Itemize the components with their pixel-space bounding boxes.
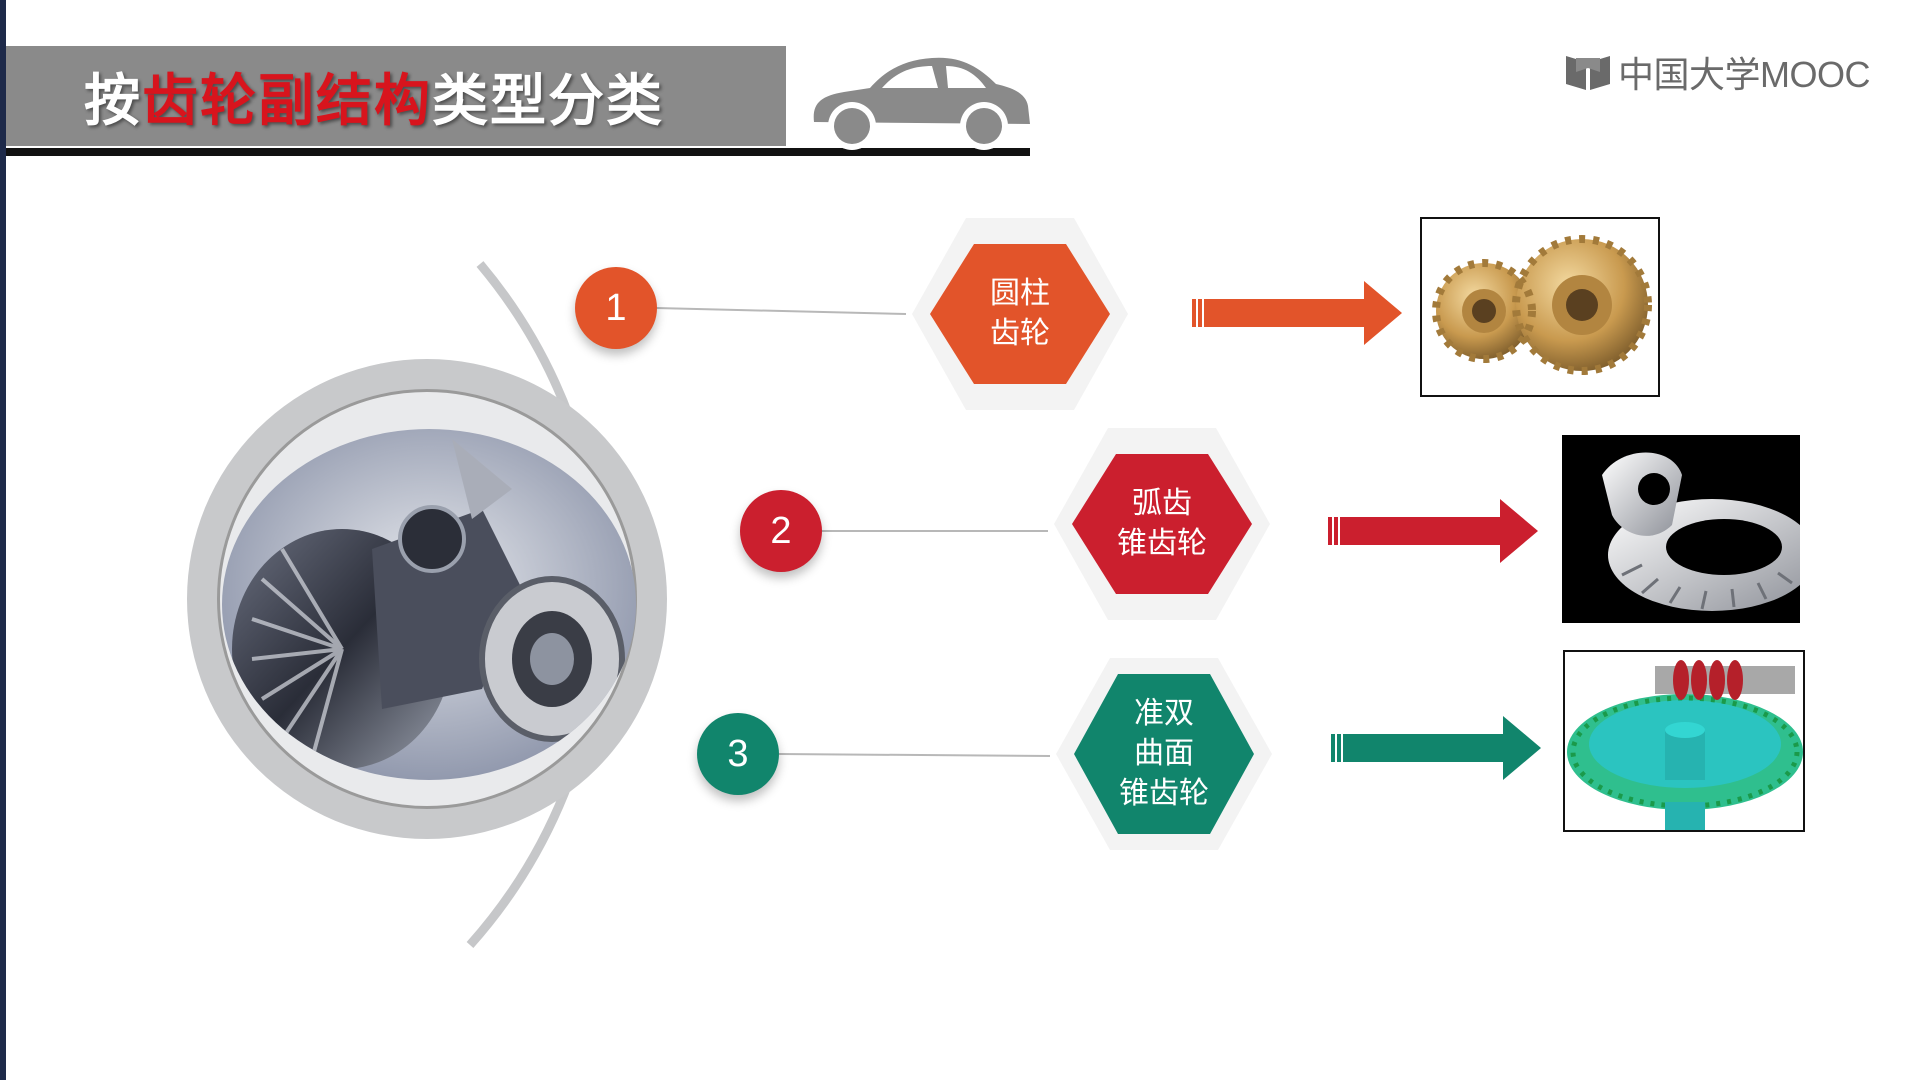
- title-highlight: 齿轮副结构: [142, 68, 432, 134]
- left-edge-bar: [0, 0, 6, 1080]
- arrow-right-icon: [1328, 499, 1538, 563]
- page-title: 按齿轮副结构类型分类: [84, 56, 664, 137]
- title-bar: 按齿轮副结构类型分类: [6, 46, 786, 146]
- step-3-badge: 3: [697, 713, 779, 795]
- title-underline: [6, 148, 1030, 156]
- brand-text: 中国大学MOOC: [1618, 54, 1871, 95]
- step-1-badge: 1: [575, 267, 657, 349]
- brand-logo: 中国大学MOOC: [1564, 46, 1871, 98]
- hex2-line1: 弧齿: [1132, 486, 1192, 521]
- hexagon-hypoid-gear: 准双 曲面 锥齿轮: [1050, 650, 1278, 858]
- book-icon: [1566, 56, 1610, 90]
- hex3-line2: 曲面: [1134, 736, 1194, 771]
- hex2-line2: 锥齿轮: [1117, 526, 1207, 561]
- hexagon-spiral-bevel-gear: 弧齿 锥齿轮: [1048, 420, 1276, 628]
- hex1-line1: 圆柱: [990, 276, 1050, 311]
- hexagon-cylindrical-gear: 圆柱 齿轮: [906, 210, 1134, 418]
- car-icon: [813, 57, 1030, 150]
- spiral-bevel-gear-image: [1562, 435, 1800, 623]
- connector-line-1: [655, 307, 907, 315]
- hypoid-gear-image: [1563, 650, 1805, 832]
- title-part1: 按: [84, 68, 142, 134]
- differential-photo: [222, 429, 636, 780]
- title-part2: 类型分类: [432, 68, 664, 134]
- step-2-badge: 2: [740, 490, 822, 572]
- hex3-line3: 锥齿轮: [1119, 776, 1209, 811]
- hex1-line2: 齿轮: [990, 316, 1050, 351]
- connector-line-3: [778, 753, 1051, 757]
- hex3-line1: 准双: [1134, 696, 1194, 731]
- arrow-right-icon: [1192, 281, 1402, 345]
- spur-gear-image: [1420, 217, 1660, 397]
- arrow-right-icon: [1331, 716, 1541, 780]
